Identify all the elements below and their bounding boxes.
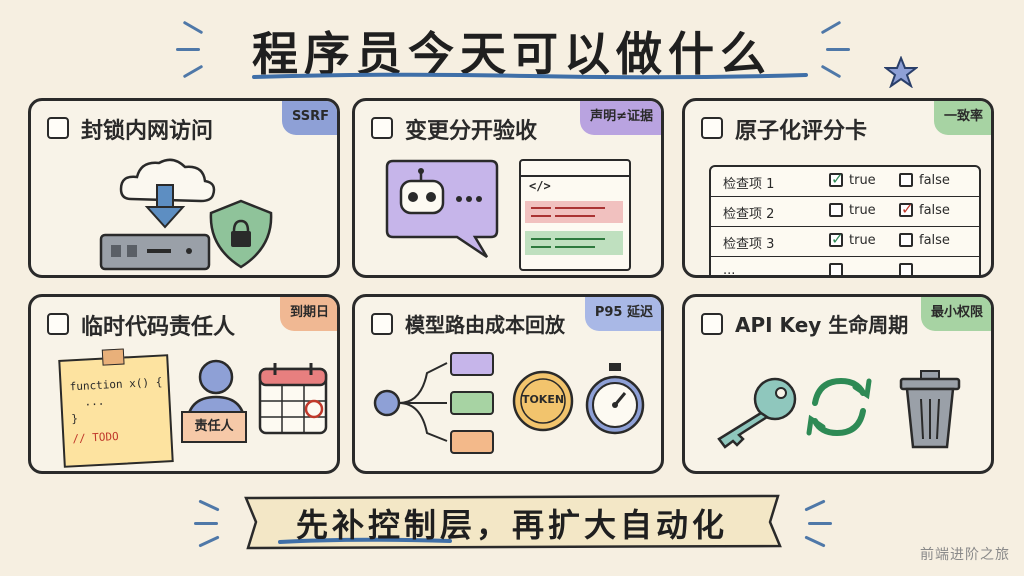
table-row: 检查项 2 true ✓ false [711,197,979,227]
false-checkbox[interactable] [899,233,913,247]
cloud-icon [119,158,216,203]
diff-added-block [525,231,623,255]
arrow-down-icon [144,184,186,229]
watermark: 前端进阶之旅 [920,547,1010,563]
token-coin-icon [512,370,574,432]
false-label: false [919,173,950,188]
banner-text: 先补控制层，再扩大自动化 [295,506,728,544]
code-tag-label: </> [529,179,551,193]
card-checkbox[interactable] [47,117,69,139]
shield-lock-icon [209,199,273,269]
true-checkbox[interactable] [829,203,843,217]
table-row: 检查项 3 ✓ true false [711,227,979,257]
diff-removed-block [525,201,623,223]
false-checkbox[interactable] [899,173,913,187]
card-scorecard: 原子化评分卡 一致率 检查项 1 ✓ true false 检查项 2 true… [682,98,994,278]
card-checkbox[interactable] [47,313,69,335]
tape-icon [101,348,125,366]
card-api-key-lifecycle: API Key 生命周期 最小权限 [682,294,994,474]
bottom-banner: 先补控制层，再扩大自动化 [240,492,784,550]
card-title: 临时代码责任人 [81,315,236,340]
card-tag: 一致率 [933,101,991,135]
star-icon [884,56,918,88]
true-label: true [849,233,876,248]
card-title: 变更分开验收 [405,119,538,144]
card-tag: P95 延迟 [584,297,661,331]
true-checkbox[interactable] [829,263,843,275]
code-diff-window: </> [519,159,631,271]
stopwatch-icon [585,363,645,435]
false-checkbox[interactable] [899,263,913,275]
true-label: true [849,173,876,188]
card-tag: 声明≠证据 [580,101,661,135]
false-checkbox[interactable]: ✓ [899,200,914,218]
card-checkbox[interactable] [701,117,723,139]
row-label: 检查项 1 [723,177,775,192]
false-label: false [919,233,950,248]
card-title: API Key 生命周期 [735,313,909,337]
table-row: ... [711,257,979,278]
scorecard-table: 检查项 1 ✓ true false 检查项 2 true ✓ false 检查… [709,165,981,278]
owner-badge: 责任人 [181,411,247,443]
window-titlebar [521,161,629,177]
card-change-acceptance: 变更分开验收 声明≠证据 </> [352,98,664,278]
header: 程序员今天可以做什么 [0,4,1024,96]
row-label: 检查项 3 [723,237,775,252]
token-label: TOKEN [521,393,565,406]
card-checkbox[interactable] [371,313,393,335]
card-temp-code-owner: 临时代码责任人 到期日 function x() { ... } // TODO… [28,294,340,474]
true-checkbox[interactable]: ✓ [829,170,844,188]
card-checkbox[interactable] [371,117,393,139]
calendar-icon [258,363,328,435]
decor-dash [826,48,850,51]
robot-chat-bubble-icon [385,159,499,259]
routing-diagram [373,352,494,454]
decor-dash [808,522,832,525]
server-icon [99,233,211,271]
title-underline [252,72,808,80]
true-checkbox[interactable]: ✓ [829,230,844,248]
card-tag: SSRF [281,101,337,135]
server-security-illustration [99,158,273,271]
decor-dash [194,522,218,525]
decor-dash [198,535,220,548]
card-title: 原子化评分卡 [735,119,868,144]
decor-dash [804,535,826,548]
banner-ribbon [244,494,782,550]
card-checkbox[interactable] [701,313,723,335]
card-title: 封锁内网访问 [81,119,214,144]
card-title: 模型路由成本回放 [405,313,565,337]
card-model-routing: 模型路由成本回放 P95 延迟 TOKEN [352,294,664,474]
key-icon [717,377,797,449]
card-block-intranet: 封锁内网访问 SSRF [28,98,340,278]
row-label: 检查项 2 [723,207,775,222]
card-tag: 到期日 [279,297,337,331]
decor-dash [176,48,200,51]
sticky-note: function x() { ... } // TODO [58,348,174,468]
trash-icon [899,370,961,449]
page-title: 程序员今天可以做什么 [252,27,772,81]
row-label: ... [723,263,736,278]
refresh-icon [806,377,872,437]
false-label: false [919,203,950,218]
decor-dash [804,499,826,512]
sticky-code: function x() { ... } // TODO [69,375,165,448]
true-label: true [849,203,876,218]
table-row: 检查项 1 ✓ true false [711,167,979,197]
card-tag: 最小权限 [920,297,991,331]
code-line: // TODO [72,429,120,446]
decor-dash [198,499,220,512]
